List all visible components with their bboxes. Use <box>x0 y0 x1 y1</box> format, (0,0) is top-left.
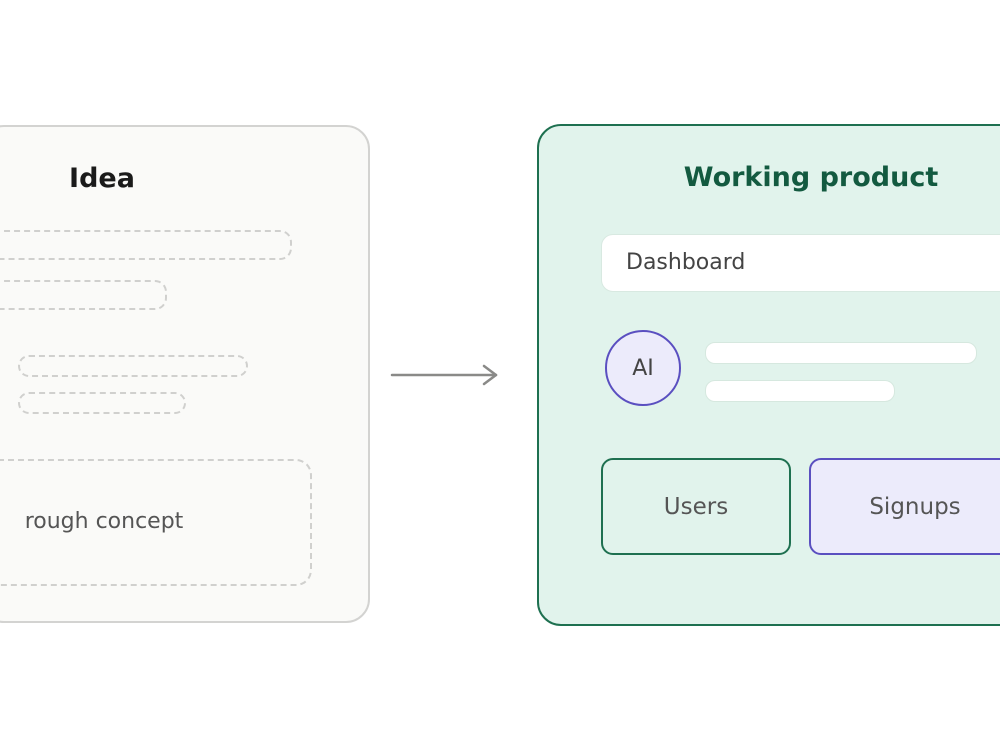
ai-message-line <box>705 342 977 364</box>
rough-concept-box: rough concept <box>0 459 312 586</box>
signups-tile: Signups <box>809 458 1000 555</box>
dashboard-header-bar: Dashboard <box>601 234 1000 292</box>
arrow-right-icon <box>390 364 498 386</box>
users-tile: Users <box>601 458 791 555</box>
product-title: Working product <box>683 162 939 193</box>
ai-avatar-label: AI <box>632 355 654 381</box>
idea-placeholder-line <box>0 230 292 260</box>
ai-message-line <box>705 380 895 402</box>
idea-card: Idea rough concept <box>0 125 370 623</box>
ai-avatar: AI <box>605 330 681 406</box>
working-product-card: Working product Dashboard AI Users Signu… <box>537 124 1000 626</box>
dashboard-label: Dashboard <box>626 250 746 275</box>
idea-title: Idea <box>69 163 135 194</box>
rough-concept-label: rough concept <box>24 509 184 534</box>
idea-placeholder-line <box>0 280 167 310</box>
signups-tile-label: Signups <box>869 493 961 520</box>
users-tile-label: Users <box>663 493 729 520</box>
idea-placeholder-line <box>18 392 186 414</box>
idea-placeholder-line <box>18 355 248 377</box>
